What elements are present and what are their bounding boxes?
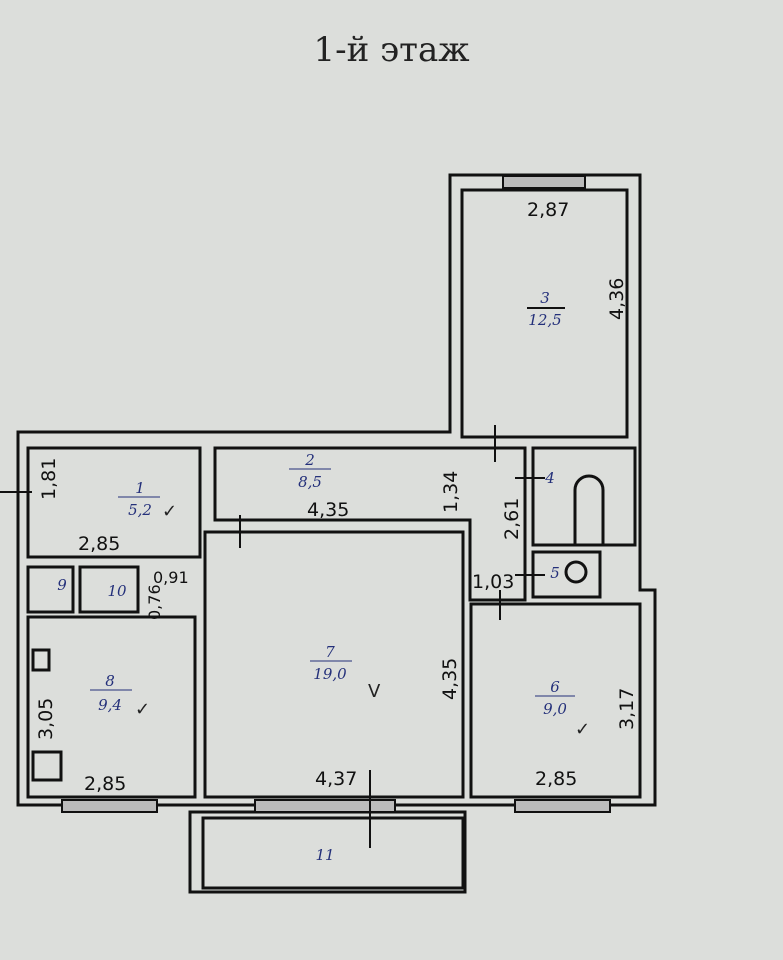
room-10-number: 10 <box>107 582 127 600</box>
room-2-number: 2 <box>304 451 315 469</box>
dim-corridor-width: 1,34 <box>440 471 462 513</box>
dim-room3-width: 2,87 <box>527 199 569 221</box>
check-mark: ✓ <box>575 719 590 740</box>
dim-hall-length: 2,61 <box>501 498 523 540</box>
floor-title: 1-й этаж <box>313 30 470 70</box>
dim-room7-width: 4,37 <box>315 768 357 790</box>
dim-hall-width: 1,03 <box>472 571 514 593</box>
room-6-number: 6 <box>550 678 560 696</box>
room-8 <box>26 615 197 799</box>
room-1-area: 5,2 <box>128 501 152 519</box>
dim-room6-width: 2,85 <box>535 768 577 790</box>
room-3-number: 3 <box>540 289 550 307</box>
room-7-number: 7 <box>325 643 335 661</box>
room-3-area: 12,5 <box>528 311 561 329</box>
dim-room7-length: 4,35 <box>439 658 461 700</box>
room-3 <box>460 188 629 439</box>
sink-icon <box>31 648 51 672</box>
room-10 <box>78 565 140 614</box>
room-2-area: 8,5 <box>298 473 322 491</box>
dim-room1-height: 1,81 <box>38 458 60 500</box>
room-2 <box>213 446 527 602</box>
dim-room1-width: 2,85 <box>78 533 120 555</box>
stove-icon <box>31 750 63 782</box>
room-5-number: 5 <box>550 564 560 582</box>
dim-room8-width: 2,85 <box>84 773 126 795</box>
toilet-icon <box>564 560 588 584</box>
check-mark: ✓ <box>162 501 177 522</box>
outer-wall <box>16 173 657 807</box>
room-7 <box>203 530 465 799</box>
dim-closet-depth: 0,76 <box>145 584 164 620</box>
window <box>254 799 396 813</box>
dim-room3-length: 4,36 <box>606 278 628 320</box>
bathtub-icon <box>573 474 605 545</box>
room-6 <box>469 602 642 799</box>
room-4-number: 4 <box>544 469 555 487</box>
room-4 <box>531 446 637 547</box>
room-6-area: 9,0 <box>543 700 567 718</box>
room-11-number: 11 <box>315 846 334 864</box>
window <box>502 175 586 189</box>
room-8-area: 9,4 <box>98 696 122 714</box>
check-mark: ✓ <box>135 699 150 720</box>
room-9 <box>26 565 75 614</box>
room-9-number: 9 <box>57 576 67 594</box>
room-7-area: 19,0 <box>313 665 347 683</box>
dim-room6-length: 3,17 <box>616 688 638 730</box>
room-1-number: 1 <box>135 479 145 497</box>
window <box>61 799 158 813</box>
dim-closet-width: 0,91 <box>153 568 189 587</box>
check-mark: V <box>368 681 381 702</box>
balcony-room-11 <box>201 816 465 890</box>
window <box>514 799 611 813</box>
room-1 <box>26 446 202 559</box>
dim-room8-length: 3,05 <box>35 698 57 740</box>
dim-corridor-length: 4,35 <box>307 499 349 521</box>
room-8-number: 8 <box>105 672 115 690</box>
